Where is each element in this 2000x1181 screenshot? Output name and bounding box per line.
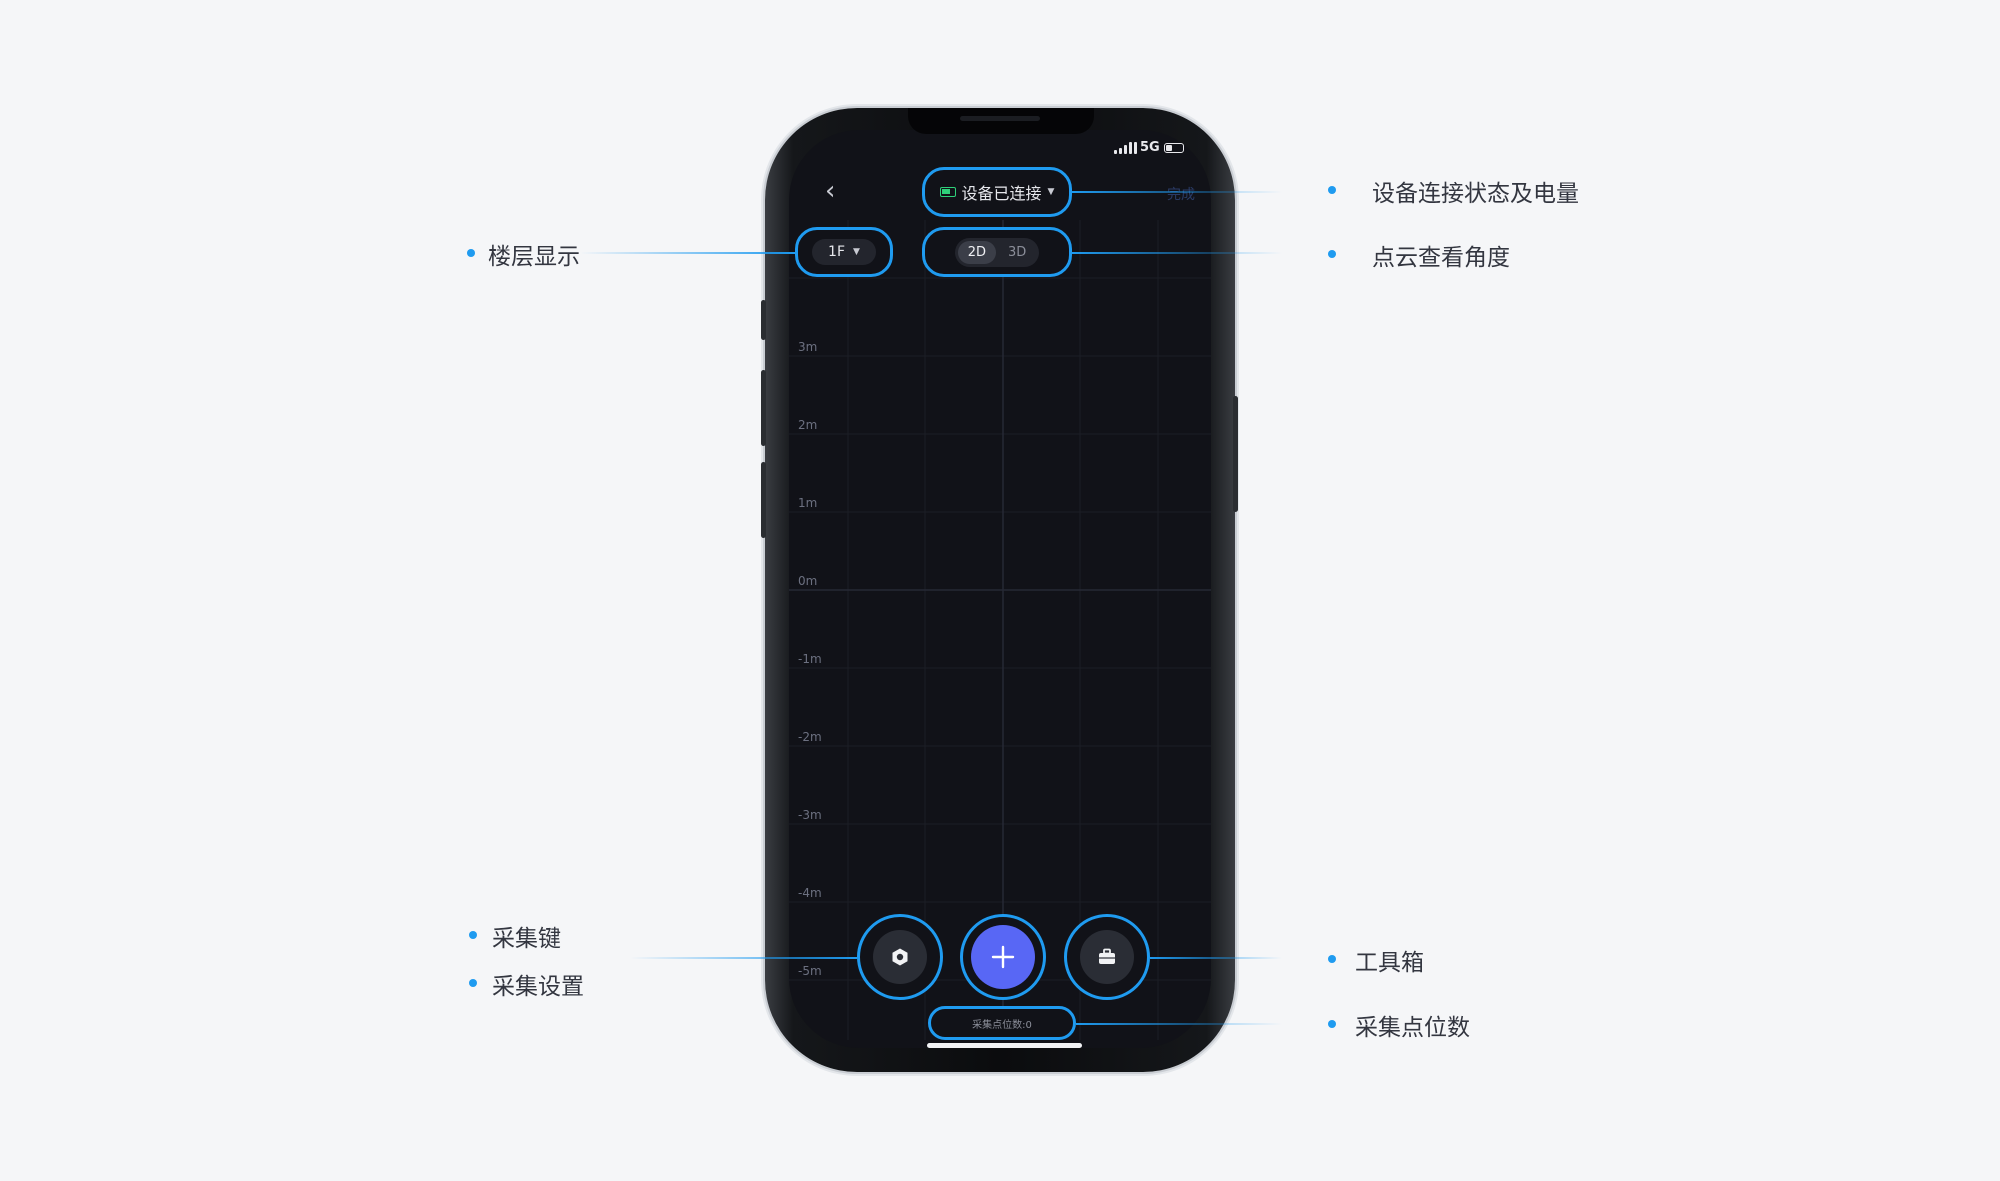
network-type: 5G: [1140, 140, 1160, 155]
phone-volume-up: [761, 370, 766, 446]
callout-floor-display: 楼层显示: [488, 244, 580, 270]
home-indicator[interactable]: [927, 1043, 1082, 1048]
phone-notch: [908, 108, 1094, 134]
leader-line: [1072, 252, 1282, 254]
axis-label: 3m: [798, 340, 818, 354]
leader-line: [1072, 191, 1282, 193]
callout-dot: [1328, 1020, 1336, 1028]
caret-down-icon: ▼: [853, 247, 860, 257]
callout-dot: [1328, 955, 1336, 963]
axis-label: 2m: [798, 418, 818, 432]
floor-selector[interactable]: 1F ▼: [795, 227, 893, 277]
callout-view-angle: 点云查看角度: [1372, 245, 1510, 271]
done-button[interactable]: 完成: [1167, 187, 1195, 203]
device-status-dropdown[interactable]: 设备已连接 ▼: [922, 167, 1072, 217]
phone-power-button: [1233, 396, 1238, 512]
app-screen: [789, 130, 1211, 1048]
phone-battery-icon: [1164, 143, 1184, 153]
callout-dot: [467, 249, 475, 257]
plus-icon: [991, 945, 1015, 969]
phone-mute-switch: [761, 300, 766, 340]
callout-capture-key: 采集键: [492, 926, 561, 952]
callout-point-count: 采集点位数: [1355, 1015, 1470, 1041]
caret-down-icon: ▼: [1047, 187, 1055, 197]
axis-label: -2m: [798, 730, 822, 744]
view-option-3d[interactable]: 3D: [1008, 244, 1027, 260]
point-cloud-grid[interactable]: [789, 220, 1211, 1040]
axis-label: -1m: [798, 652, 822, 666]
battery-icon: [939, 187, 956, 197]
capture-settings-button[interactable]: [857, 914, 943, 1000]
callout-dot: [469, 931, 477, 939]
back-chevron-icon[interactable]: ‹: [825, 176, 836, 206]
view-angle-toggle[interactable]: 2D 3D: [922, 227, 1072, 277]
callout-toolbox: 工具箱: [1355, 950, 1424, 976]
axis-label: 1m: [798, 496, 818, 510]
settings-hex-icon: [892, 948, 908, 966]
toolbox-button[interactable]: [1064, 914, 1150, 1000]
axis-label: -5m: [798, 964, 822, 978]
callout-dot: [469, 979, 477, 987]
phone-volume-down: [761, 462, 766, 538]
callout-dot: [1328, 250, 1336, 258]
view-option-2d[interactable]: 2D: [957, 240, 996, 264]
callout-capture-settings: 采集设置: [492, 974, 584, 1000]
toolbox-icon: [1099, 948, 1115, 964]
signal-icon: [1114, 142, 1137, 154]
point-count-badge: 采集点位数:0: [928, 1006, 1076, 1040]
leader-line: [630, 957, 857, 959]
axis-label: 0m: [798, 574, 818, 588]
axis-label: -3m: [798, 808, 822, 822]
callout-dot: [1328, 186, 1336, 194]
floor-value: 1F: [828, 244, 846, 260]
phone-speaker: [960, 116, 1040, 121]
leader-line: [580, 252, 795, 254]
axis-label: -4m: [798, 886, 822, 900]
device-status-label: 设备已连接: [961, 184, 1042, 203]
leader-line: [1076, 1023, 1282, 1025]
leader-line: [1150, 957, 1282, 959]
capture-button[interactable]: [960, 914, 1046, 1000]
callout-device-connection: 设备连接状态及电量: [1372, 181, 1579, 207]
